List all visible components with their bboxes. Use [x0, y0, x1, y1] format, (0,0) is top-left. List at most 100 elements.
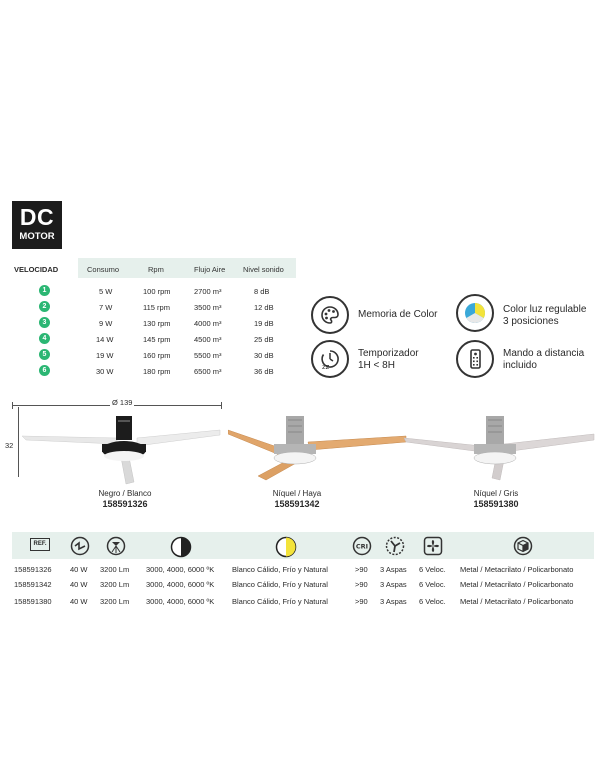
spec-kelvin: 3000, 4000, 6000 ºK	[146, 580, 215, 589]
spec-lumen: 3200 Lm	[100, 597, 130, 606]
spec-speeds: 6 Veloc.	[419, 565, 446, 574]
cell-flujo: 3500 m³	[194, 303, 222, 312]
fan-caption: Níquel / Haya 158591342	[247, 489, 347, 509]
cell-sonido: 36 dB	[254, 367, 274, 376]
wattage-icon	[70, 536, 90, 556]
cell-consumo: 30 W	[96, 367, 114, 376]
spec-blades: 3 Aspas	[380, 597, 407, 606]
fan-speed-icon	[423, 536, 443, 556]
fan-nickel-beech-image	[228, 416, 407, 481]
spec-kelvin: 3000, 4000, 6000 ºK	[146, 597, 215, 606]
spec-material: Metal / Metacrilato / Policarbonato	[460, 565, 574, 574]
spec-ref: 158591380	[14, 597, 52, 606]
width-dimension-label: Ø 139	[110, 398, 135, 407]
spec-light-color: Blanco Cálido, Frío y Natural	[232, 597, 328, 606]
cell-rpm: 160 rpm	[143, 351, 171, 360]
spec-material: Metal / Metacrilato / Policarbonato	[460, 580, 574, 589]
header-rpm: Rpm	[148, 265, 164, 274]
cell-consumo: 9 W	[99, 319, 113, 328]
feature-timer-label: Temporizador	[358, 348, 419, 359]
color-temperature-icon	[170, 536, 192, 558]
remote-control-icon	[456, 340, 494, 378]
cell-consumo: 7 W	[99, 303, 113, 312]
spec-cri: >90	[355, 597, 368, 606]
speed-row: 3 9 W 130 rpm 4000 m³ 19 dB	[14, 316, 294, 332]
badge-motor: MOTOR	[19, 231, 55, 242]
spec-ref: 158591342	[14, 580, 52, 589]
cell-consumo: 14 W	[96, 335, 114, 344]
fan-black-white-image	[22, 416, 221, 485]
cell-flujo: 4000 m³	[194, 319, 222, 328]
cell-sonido: 25 dB	[254, 335, 274, 344]
feature-remote-label: Mando a distancia	[503, 348, 585, 359]
fan-nickel-grey-image	[404, 416, 595, 481]
feature-color-luz-sub: 3 posiciones	[503, 316, 559, 327]
speed-number-badge: 3	[39, 317, 50, 328]
speed-number-badge: 4	[39, 333, 50, 344]
svg-text:zz: zz	[322, 363, 330, 370]
cell-rpm: 180 rpm	[143, 367, 171, 376]
spec-watt: 40 W	[70, 580, 88, 589]
speed-number-badge: 5	[39, 349, 50, 360]
cell-consumo: 19 W	[96, 351, 114, 360]
fan-caption: Negro / Blanco 158591326	[75, 489, 175, 509]
dc-motor-badge: DC MOTOR	[12, 201, 62, 249]
cell-rpm: 115 rpm	[143, 303, 170, 312]
speed-row: 6 30 W 180 rpm 6500 m³ 36 dB	[14, 364, 294, 380]
cell-flujo: 5500 m³	[194, 351, 222, 360]
ref-label: REF.	[30, 538, 50, 551]
header-sonido: Nivel sonido	[243, 265, 284, 274]
spec-row: 158591326 40 W 3200 Lm 3000, 4000, 6000 …	[0, 565, 605, 578]
speed-header-bg	[78, 258, 296, 278]
spec-row: 158591342 40 W 3200 Lm 3000, 4000, 6000 …	[0, 580, 605, 593]
speed-number-badge: 1	[39, 285, 50, 296]
spec-blades: 3 Aspas	[380, 580, 407, 589]
svg-text:CRI: CRI	[356, 543, 368, 551]
cell-rpm: 130 rpm	[143, 319, 171, 328]
header-consumo: Consumo	[87, 265, 120, 274]
height-dimension-label: 32	[5, 441, 14, 450]
speed-row: 2 7 W 115 rpm 3500 m³ 12 dB	[14, 300, 294, 316]
fan-caption: Níquel / Gris 158591380	[446, 489, 546, 509]
feature-remote-sub: incluido	[503, 360, 537, 371]
spec-watt: 40 W	[70, 597, 88, 606]
header-flujo: Flujo Aire	[194, 265, 226, 274]
material-icon	[513, 536, 533, 556]
spec-light-color: Blanco Cálido, Frío y Natural	[232, 580, 328, 589]
fan-ref: 158591342	[274, 499, 320, 509]
speed-row: 4 14 W 145 rpm 4500 m³ 25 dB	[14, 332, 294, 348]
cell-rpm: 100 rpm	[143, 287, 171, 296]
cell-sonido: 8 dB	[254, 287, 270, 296]
lumen-icon	[106, 536, 126, 556]
spec-light-color: Blanco Cálido, Frío y Natural	[232, 565, 328, 574]
speed-number-badge: 2	[39, 301, 50, 312]
spec-material: Metal / Metacrilato / Policarbonato	[460, 597, 574, 606]
cell-consumo: 5 W	[99, 287, 113, 296]
cell-sonido: 19 dB	[254, 319, 274, 328]
speed-table-header: VELOCIDAD Consumo Rpm Flujo Aire Nivel s…	[14, 258, 296, 278]
speed-row: 1 5 W 100 rpm 2700 m³ 8 dB	[14, 284, 294, 300]
fan-finish: Níquel / Gris	[473, 489, 519, 498]
feature-timer-sub: 1H < 8H	[358, 360, 395, 371]
cell-flujo: 4500 m³	[194, 335, 222, 344]
fan-finish: Níquel / Haya	[272, 489, 322, 498]
badge-dc: DC	[19, 204, 55, 230]
cell-flujo: 6500 m³	[194, 367, 222, 376]
color-light-icon	[456, 294, 494, 332]
cell-sonido: 30 dB	[254, 351, 274, 360]
light-color-icon	[275, 536, 297, 558]
color-memory-icon	[311, 296, 349, 334]
blades-icon	[385, 536, 405, 556]
cell-flujo: 2700 m³	[194, 287, 222, 296]
cell-rpm: 145 rpm	[143, 335, 171, 344]
timer-icon: zz	[311, 340, 349, 378]
height-dimension-line	[18, 407, 19, 477]
feature-color-luz-label: Color luz regulable	[503, 304, 587, 315]
spec-blades: 3 Aspas	[380, 565, 407, 574]
spec-speeds: 6 Veloc.	[419, 580, 446, 589]
spec-row: 158591380 40 W 3200 Lm 3000, 4000, 6000 …	[0, 597, 605, 610]
spec-ref: 158591326	[14, 565, 52, 574]
speed-number-badge: 6	[39, 365, 50, 376]
speed-row: 5 19 W 160 rpm 5500 m³ 30 dB	[14, 348, 294, 364]
cri-icon: CRI	[352, 536, 372, 556]
